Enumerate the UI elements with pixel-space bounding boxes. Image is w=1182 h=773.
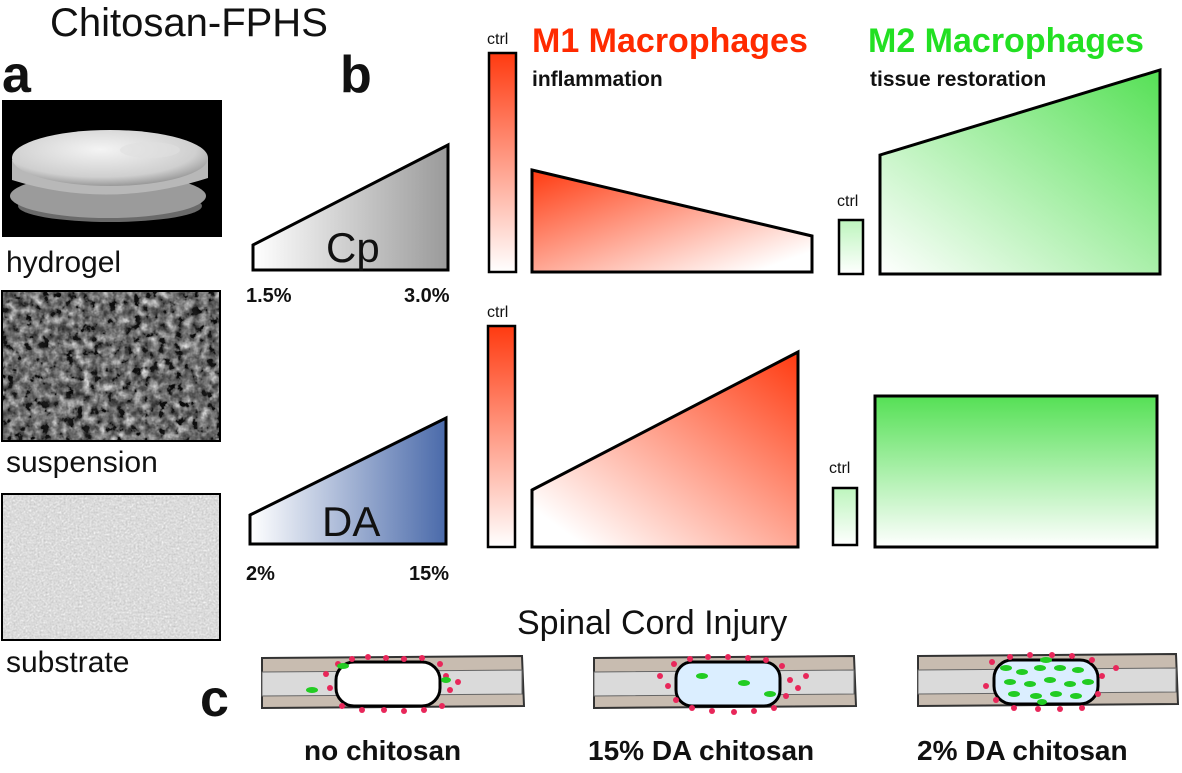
- green-cells: [306, 663, 451, 693]
- panel-label-a: a: [2, 46, 32, 104]
- da-m1-response-wedge: [530, 349, 800, 549]
- panel-label-b: b: [340, 46, 372, 104]
- cp-param-label: Cp: [326, 224, 380, 271]
- m2-heading: M2 Macrophages: [868, 22, 1144, 60]
- green-cells: [1000, 657, 1094, 705]
- cp-m1-ctrl-label: ctrl: [487, 31, 508, 48]
- substrate-image: [1, 493, 221, 641]
- da-gradient-wedge: [248, 415, 448, 546]
- cp-m2-ctrl-label: ctrl: [837, 193, 858, 210]
- cp-high-label: 3.0%: [404, 285, 450, 307]
- m1-subheading: inflammation: [532, 68, 663, 91]
- red-cells: [983, 652, 1119, 712]
- form-label-suspension: suspension: [6, 446, 158, 479]
- cp-m1-ctrl-bar: [487, 51, 518, 274]
- green-cells: [696, 673, 776, 697]
- condition-caption-15-da: 15% DA chitosan: [588, 735, 814, 766]
- m1-heading: M1 Macrophages: [532, 22, 808, 60]
- panel-label-c: c: [200, 670, 229, 728]
- cp-m2-ctrl-bar: [837, 218, 865, 276]
- spinal-cord-no-chitosan: [261, 654, 526, 714]
- da-m2-response-block: [873, 394, 1159, 549]
- cp-m1-response-wedge: [530, 168, 814, 274]
- red-cells: [323, 654, 461, 714]
- da-low-label: 2%: [246, 563, 275, 585]
- da-high-label: 15%: [409, 563, 449, 585]
- red-cells: [657, 654, 809, 715]
- da-m2-ctrl-label: ctrl: [829, 460, 850, 477]
- condition-caption-2-da: 2% DA chitosan: [917, 735, 1128, 766]
- m2-subheading: tissue restoration: [870, 68, 1046, 91]
- cp-gradient-wedge: [251, 142, 450, 272]
- suspension-image: [1, 290, 221, 442]
- da-m2-ctrl-bar: [831, 486, 859, 547]
- section-c-title: Spinal Cord Injury: [517, 604, 787, 642]
- condition-caption-no-chitosan: no chitosan: [304, 735, 461, 766]
- da-m1-ctrl-bar: [486, 324, 517, 549]
- form-label-substrate: substrate: [6, 646, 129, 679]
- da-m1-ctrl-label: ctrl: [487, 304, 508, 321]
- hydrogel-image: [2, 100, 222, 237]
- spinal-cord-15-da: [593, 654, 858, 715]
- cp-m2-response-wedge: [878, 67, 1162, 276]
- da-param-label: DA: [322, 498, 380, 545]
- figure-title: Chitosan-FPHS: [50, 1, 328, 45]
- form-label-hydrogel: hydrogel: [6, 246, 121, 279]
- spinal-cord-2-da: [917, 652, 1180, 712]
- cp-low-label: 1.5%: [246, 285, 292, 307]
